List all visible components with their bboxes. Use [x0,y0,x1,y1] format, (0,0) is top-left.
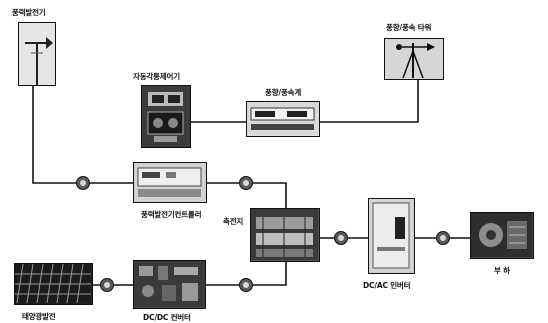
wind-turbine-icon [19,23,55,85]
inverter-icon [369,199,413,272]
connection-node [239,278,253,292]
solar-panel-icon [15,264,91,304]
inverter-label: DC/AC 인버터 [363,281,411,290]
wind-controller-image [133,162,207,203]
battery-label: 축전지 [223,217,244,226]
anemometer-image [246,101,320,137]
wind-tower-label: 풍향/풍속 타워 [386,23,432,32]
tower-icon [385,39,442,79]
connection-node [334,231,348,245]
converter-label: DC/DC 컨버터 [143,313,191,322]
load-image [470,212,534,259]
auto-angle-controller-label: 자동각통제어기 [133,72,180,81]
load-label: 부 하 [494,266,510,275]
battery-image [250,208,320,262]
converter-image [133,260,206,309]
wind-controller-label: 풍력발전기컨트롤러 [141,210,202,219]
wind-tower-image [384,38,444,80]
load-device-icon [471,213,532,257]
wind-turbine-image [18,22,56,86]
connection-node [239,176,253,190]
connection-node [100,278,114,292]
auto-angle-controller-image [141,85,191,148]
connection-node [436,231,450,245]
inverter-image [368,198,415,274]
solar-label: 태양광발전 [22,312,56,321]
wind-turbine-label: 풍력발전기 [12,8,46,17]
controller-panel-icon [142,86,189,146]
battery-icon [251,209,318,260]
converter-board-icon [134,261,204,307]
anemometer-label: 풍향/풍속계 [265,88,302,97]
connection-node [76,176,90,190]
anemometer-icon [247,102,318,135]
controller-box-icon [134,163,205,201]
solar-panel-image [14,263,93,305]
